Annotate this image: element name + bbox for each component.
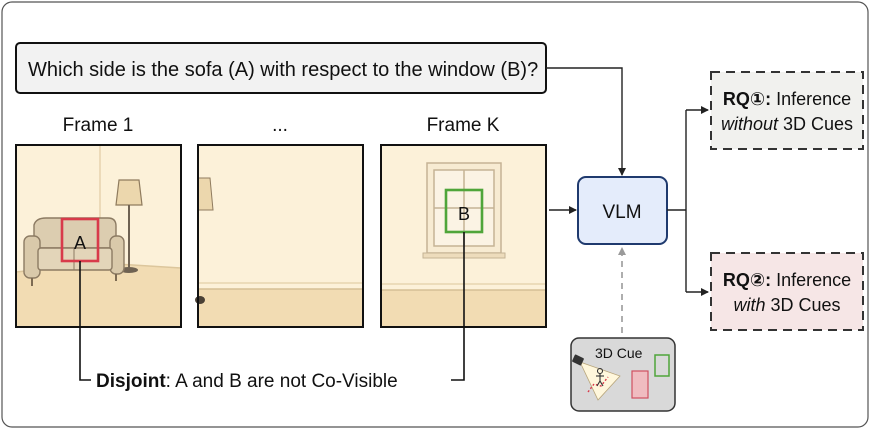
cue-green-box (654, 354, 670, 377)
cue-red-box (631, 370, 649, 399)
disjoint-rest: : A and B are not Co-Visible (166, 371, 398, 392)
rq2-line2: with 3D Cues (733, 295, 840, 315)
person-icon (596, 367, 604, 387)
object-b-label: B (458, 204, 470, 224)
frame-1-label: Frame 1 (63, 115, 134, 136)
rq2-bold: RQ②: (723, 270, 771, 290)
lamp-illustration (115, 179, 143, 273)
rq2-line1: RQ②: Inference (723, 270, 851, 290)
rq1-line1-rest: Inference (771, 89, 851, 109)
question-text: Which side is the sofa (A) with respect … (28, 59, 538, 81)
rq1-line2-rest: 3D Cues (778, 114, 853, 134)
vlm-branch-lines (667, 110, 687, 292)
rq1-bold: RQ①: (723, 89, 771, 109)
camera-icon (572, 354, 584, 366)
3d-cue-label: 3D Cue (595, 345, 643, 361)
sofa-illustration (23, 217, 125, 286)
disjoint-text: Disjoint: A and B are not Co-Visible (96, 371, 398, 392)
rq2-box (710, 252, 864, 331)
rq1-box (710, 71, 864, 150)
frame-dots-label: ... (272, 115, 288, 136)
rq2-line2-rest: 3D Cues (765, 295, 840, 315)
rq2-line1-rest: Inference (771, 270, 851, 290)
rq2-em: with (733, 295, 765, 315)
rq1-line1: RQ①: Inference (723, 89, 851, 109)
3d-cue-box: 3D Cue (570, 337, 676, 412)
question-to-vlm-arrow (546, 67, 626, 176)
rq1-line2: without 3D Cues (721, 114, 853, 134)
frame-1 (15, 144, 182, 328)
rq1-em: without (721, 114, 779, 134)
disjoint-bold: Disjoint (96, 371, 166, 392)
frame-k-label: Frame K (427, 115, 500, 136)
vlm-label: VLM (602, 202, 641, 223)
object-a-label: A (74, 233, 86, 253)
disjoint-connector (79, 232, 465, 381)
frame-middle (195, 144, 364, 328)
